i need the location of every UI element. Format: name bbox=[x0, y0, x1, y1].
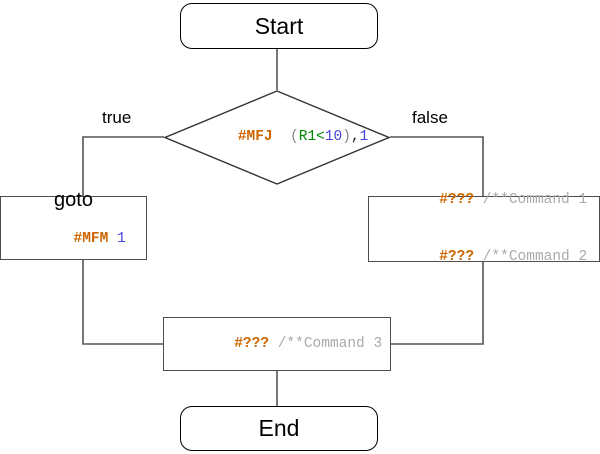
merge-command-opcode: #??? bbox=[234, 335, 270, 352]
diamond-shape bbox=[164, 90, 390, 185]
false-command-line-2: #??? /**Command 2 bbox=[369, 229, 599, 286]
node-end-label: End bbox=[258, 415, 300, 441]
false-command-1-opcode: #??? bbox=[439, 192, 475, 208]
edge-label-true: true bbox=[102, 108, 132, 127]
decision-open-paren: ( bbox=[290, 129, 299, 145]
node-goto-title: goto bbox=[54, 188, 93, 211]
false-command-2-opcode: #??? bbox=[439, 249, 475, 265]
node-decision[interactable]: #MFJ (R1<10),1 bbox=[164, 90, 390, 185]
decision-gap bbox=[273, 129, 290, 145]
edge-label-false: false bbox=[412, 108, 448, 127]
goto-gap bbox=[108, 231, 117, 247]
decision-close-paren: ) bbox=[342, 129, 351, 145]
node-start-label: Start bbox=[254, 12, 304, 39]
false-command-1-gap bbox=[474, 192, 483, 208]
node-end[interactable]: End bbox=[180, 406, 378, 451]
decision-register: R1< bbox=[298, 129, 325, 145]
node-goto[interactable]: goto #MFM 1 bbox=[0, 189, 147, 260]
node-decision-code: #MFJ (R1<10),1 bbox=[186, 109, 369, 166]
edge-goto-to-merge bbox=[82, 260, 163, 345]
false-command-2-comment: /**Command 2 bbox=[482, 249, 588, 265]
merge-command-comment: /**Command 3 bbox=[277, 335, 383, 352]
node-start[interactable]: Start bbox=[180, 3, 378, 49]
edge-commands-to-merge bbox=[391, 262, 484, 345]
edge-decision-true-to-goto bbox=[82, 136, 164, 196]
false-command-line-1: #??? /**Command 1 bbox=[369, 172, 599, 229]
node-false-commands[interactable]: #??? /**Command 1 #??? /**Command 2 bbox=[368, 192, 600, 265]
decision-target: 1 bbox=[359, 129, 369, 145]
decision-threshold: 10 bbox=[324, 129, 343, 145]
decision-comma: , bbox=[350, 129, 360, 145]
false-command-1-comment: /**Command 1 bbox=[482, 192, 588, 208]
node-goto-code: #MFM 1 bbox=[1, 211, 146, 268]
goto-opcode: #MFM bbox=[73, 230, 109, 247]
edge-decision-false-to-commands bbox=[390, 136, 484, 196]
merge-command-gap bbox=[269, 336, 278, 352]
false-command-2-gap bbox=[474, 249, 483, 265]
goto-operand: 1 bbox=[117, 230, 126, 247]
node-merge-command[interactable]: #??? /**Command 3 bbox=[163, 317, 391, 371]
decision-opcode: #MFJ bbox=[237, 129, 273, 145]
merge-command-line: #??? /**Command 3 bbox=[164, 316, 390, 373]
